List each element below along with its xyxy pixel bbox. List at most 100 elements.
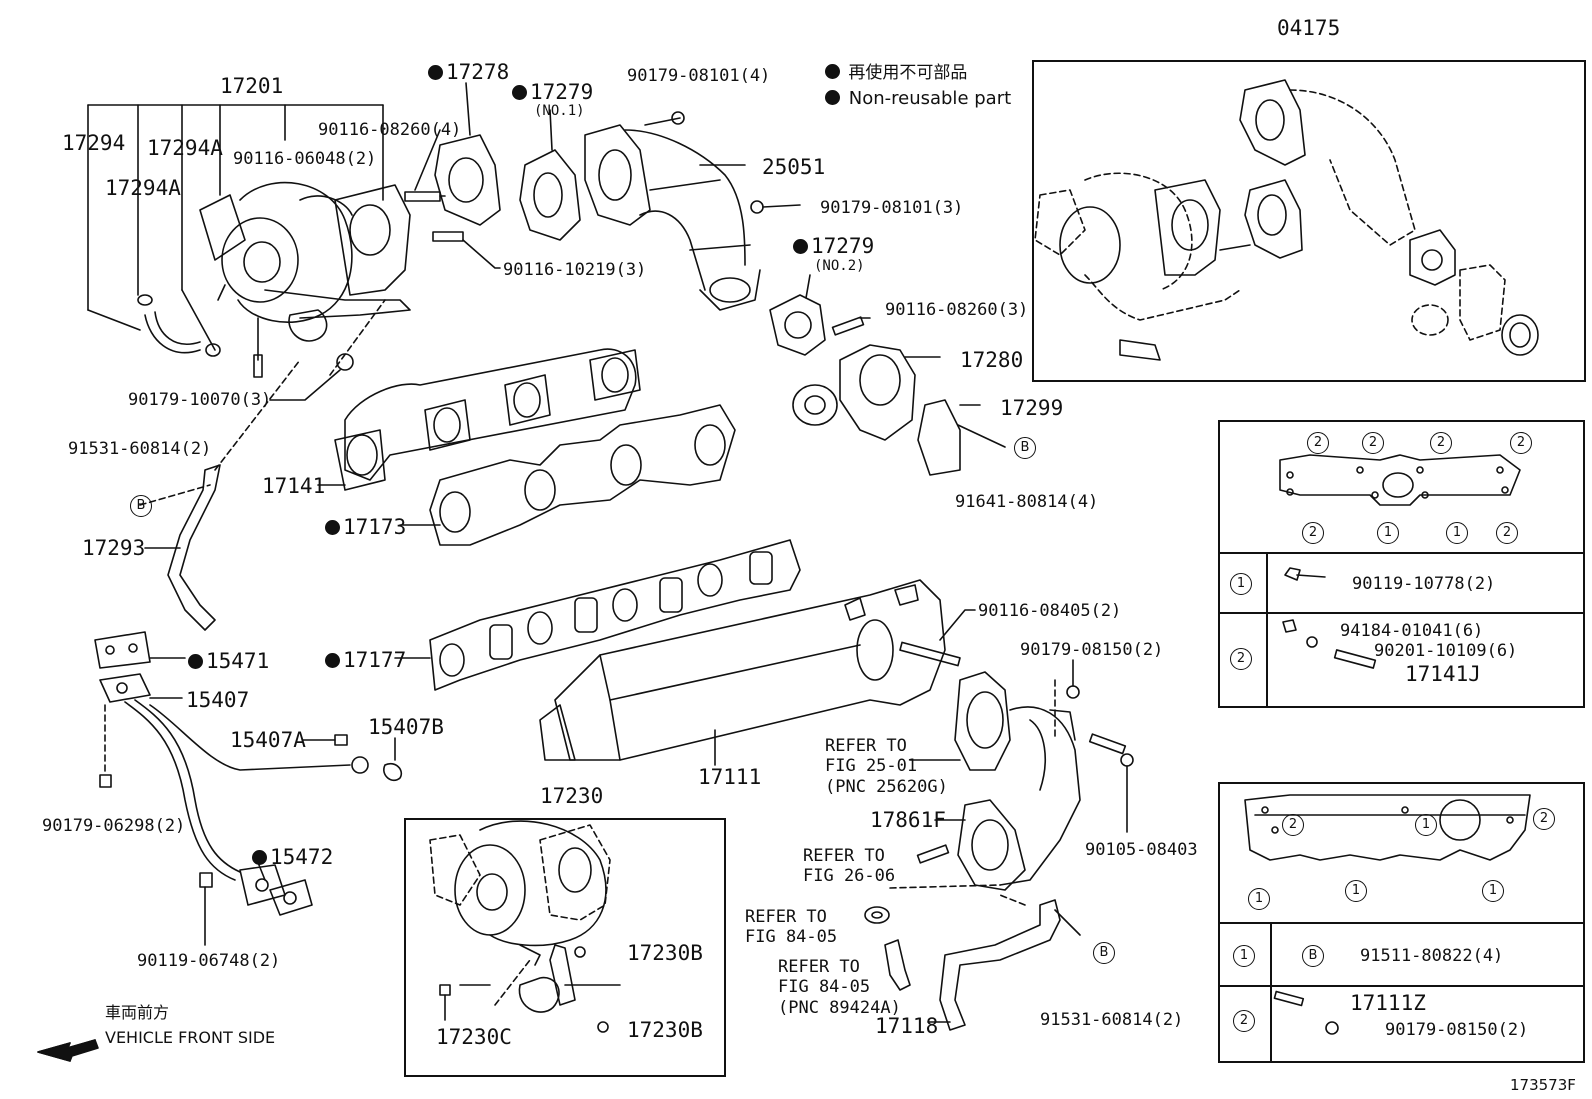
part-label-90116-08260-4[interactable]: 90116-08260(4) xyxy=(318,120,462,140)
part-label-17279-no2-note: (NO.2) xyxy=(814,258,865,274)
part-label-17280[interactable]: 17280 xyxy=(960,348,1024,372)
gasket-15471 xyxy=(94,631,186,669)
hose-17294 xyxy=(137,294,221,357)
non-reusable-dot-icon xyxy=(512,85,527,100)
marker-2: 2 xyxy=(1496,522,1518,544)
part-label-17279-no2[interactable]: 17279 xyxy=(793,236,874,257)
gasket-17861F xyxy=(934,799,1026,891)
part-label-90201-10109-6[interactable]: 90201-10109(6) xyxy=(1374,641,1518,661)
part-label-17177[interactable]: 17177 xyxy=(325,650,406,671)
part-label-17278[interactable]: 17278 xyxy=(428,62,509,83)
part-label-17230[interactable]: 17230 xyxy=(540,784,604,808)
part-label-91511-80822-4[interactable]: 91511-80822(4) xyxy=(1360,946,1504,966)
part-label-17294A[interactable]: 17294A xyxy=(105,176,181,200)
sensor-89424A xyxy=(884,939,911,991)
part-label-15471[interactable]: 15471 xyxy=(188,651,269,672)
marker-b: B xyxy=(1093,942,1115,964)
part-label-17111Z[interactable]: 17111Z xyxy=(1350,991,1426,1015)
part-label-15407A[interactable]: 15407A xyxy=(230,728,306,752)
part-label-15472[interactable]: 15472 xyxy=(252,847,333,868)
part-label-90105-08403[interactable]: 90105-08403 xyxy=(1085,840,1198,860)
non-reusable-dot-icon xyxy=(325,653,340,668)
part-label-17279-no1-note: (NO.1) xyxy=(534,103,585,119)
exhaust-manifold-17141 xyxy=(317,348,641,491)
bolt-table-upper xyxy=(1218,420,1585,708)
marker-1: 1 xyxy=(1415,814,1437,836)
part-label-90116-10219-3[interactable]: 90116-10219(3) xyxy=(503,260,647,280)
part-label-91531-60814-2[interactable]: 91531-60814(2) xyxy=(1040,1010,1184,1030)
part-label-15407[interactable]: 15407 xyxy=(186,688,250,712)
marker-1: 1 xyxy=(1248,888,1270,910)
part-label-17141[interactable]: 17141 xyxy=(262,474,326,498)
part-label-90119-10778-2[interactable]: 90119-10778(2) xyxy=(1352,574,1496,594)
part-label-04175[interactable]: 04175 xyxy=(1277,16,1341,40)
part-label-94184-01041-6[interactable]: 94184-01041(6) xyxy=(1340,621,1484,641)
part-label-90179-08150-2[interactable]: 90179-08150(2) xyxy=(1385,1020,1529,1040)
stud-90116-08260-3 xyxy=(831,316,871,336)
turbo-assembly-17230-sketch xyxy=(429,820,621,1033)
oil-pipe-15407A xyxy=(149,704,403,782)
legend-non-reusable-jp: 再使用不可部品 xyxy=(825,64,967,82)
part-label-90116-06048-2[interactable]: 90116-06048(2) xyxy=(233,149,377,169)
gasket-17279-no2 xyxy=(769,274,826,356)
gasket-17278 xyxy=(434,82,501,226)
marker-2: 2 xyxy=(1362,432,1384,454)
part-label-17230B[interactable]: 17230B xyxy=(627,941,703,965)
marker-2: 2 xyxy=(1430,432,1452,454)
legend-non-reusable-en: Non-reusable part xyxy=(825,90,1011,108)
non-reusable-dot-icon xyxy=(825,90,840,105)
gasket-kit-04175-sketch xyxy=(1034,79,1539,361)
table-row-marker-2: 2 xyxy=(1233,1010,1255,1032)
part-label-15407B[interactable]: 15407B xyxy=(368,715,444,739)
part-label-17299[interactable]: 17299 xyxy=(1000,396,1064,420)
part-label-17861F[interactable]: 17861F xyxy=(870,808,946,832)
part-label-17294A[interactable]: 17294A xyxy=(147,136,223,160)
part-label-90179-08150-2[interactable]: 90179-08150(2) xyxy=(1020,640,1164,660)
part-label-17141J[interactable]: 17141J xyxy=(1405,662,1481,686)
marker-2: 2 xyxy=(1307,432,1329,454)
part-label-90119-06748-2[interactable]: 90119-06748(2) xyxy=(137,951,281,971)
part-label-90179-06298-2[interactable]: 90179-06298(2) xyxy=(42,816,186,836)
marker-2: 2 xyxy=(1302,522,1324,544)
bracket-17299 xyxy=(917,399,1006,476)
marker-2: 2 xyxy=(1510,432,1532,454)
part-label-90179-08101-3[interactable]: 90179-08101(3) xyxy=(820,198,964,218)
part-label-90116-08405-2[interactable]: 90116-08405(2) xyxy=(978,601,1122,621)
figure-id: 173573F xyxy=(1510,1076,1576,1094)
vehicle-front-jp: 車両前方 xyxy=(105,1003,170,1022)
nut-90179-08150 xyxy=(1054,659,1080,741)
part-label-17230C[interactable]: 17230C xyxy=(436,1025,512,1049)
part-label-17279-no1[interactable]: 17279 xyxy=(512,82,593,103)
part-label-90179-10070-3[interactable]: 90179-10070(3) xyxy=(128,390,272,410)
table-lower-manifold-sketch xyxy=(1244,794,1531,1035)
part-label-25051[interactable]: 25051 xyxy=(762,155,826,179)
marker-2: 2 xyxy=(1282,814,1304,836)
part-label-90179-08101-4[interactable]: 90179-08101(4) xyxy=(627,66,771,86)
part-label-17173[interactable]: 17173 xyxy=(325,517,406,538)
manifold-17111 xyxy=(539,579,946,766)
part-label-17111[interactable]: 17111 xyxy=(698,765,762,789)
egr-pipe-25620G xyxy=(909,671,1081,886)
marker-1: 1 xyxy=(1377,522,1399,544)
marker-1: 1 xyxy=(1482,880,1504,902)
bolt-90105-08403 xyxy=(1088,733,1134,833)
turbo-17230-frame xyxy=(404,818,726,1077)
part-label-17294[interactable]: 17294 xyxy=(62,131,126,155)
part-label-17230B[interactable]: 17230B xyxy=(627,1018,703,1042)
part-label-17201[interactable]: 17201 xyxy=(220,74,284,98)
marker-b: B xyxy=(130,495,152,517)
non-reusable-dot-icon xyxy=(188,654,203,669)
part-label-17293[interactable]: 17293 xyxy=(82,536,146,560)
table-row-marker-1: 1 xyxy=(1230,573,1252,595)
non-reusable-dot-icon xyxy=(325,520,340,535)
part-label-90116-08260-3[interactable]: 90116-08260(3) xyxy=(885,300,1029,320)
part-label-17118[interactable]: 17118 xyxy=(875,1014,939,1038)
part-label-91641-80814-4[interactable]: 91641-80814(4) xyxy=(955,492,1099,512)
part-label-91531-60814-2[interactable]: 91531-60814(2) xyxy=(68,439,212,459)
vehicle-front-en: VEHICLE FRONT SIDE xyxy=(105,1028,276,1047)
